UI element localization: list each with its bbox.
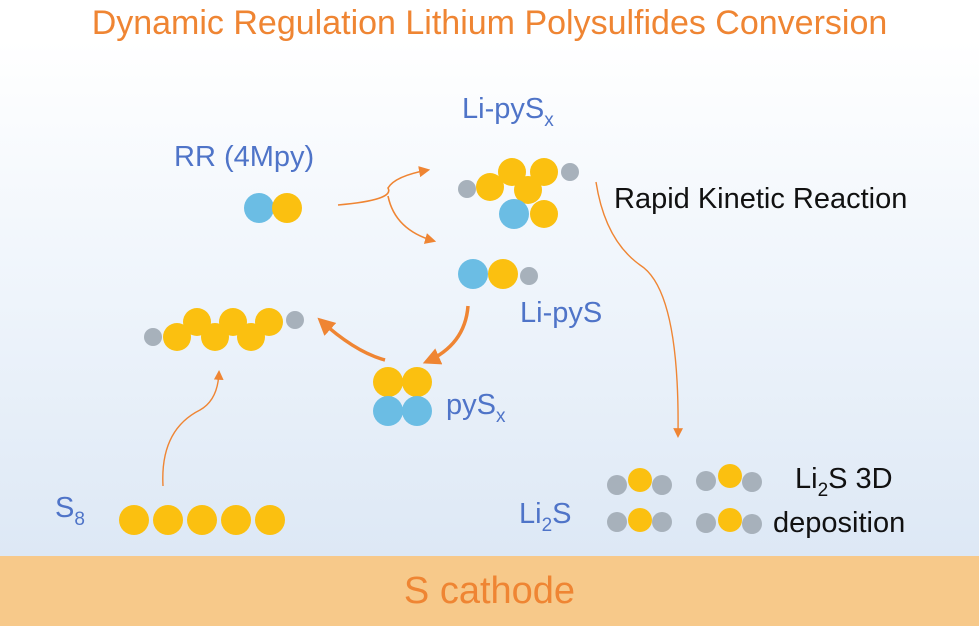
arrow-pysx-to-chain — [317, 317, 386, 362]
li2s-label-a: Li — [519, 498, 542, 530]
s8-atoms — [119, 505, 285, 535]
s-cathode-label: S cathode — [403, 570, 576, 612]
li-pys-label: Li-pyS — [520, 297, 603, 329]
pysx-label-sub: x — [495, 406, 506, 427]
li-pysx-cluster — [458, 158, 579, 229]
s8-label-sub: 8 — [74, 509, 85, 530]
li2s-3d-label: Li2S 3D — [795, 462, 893, 501]
arrow-rr-to-lipysx — [337, 166, 431, 206]
li2s-label: Li2S — [519, 497, 572, 536]
arrow-lipys-to-pysx — [422, 305, 470, 365]
s8-label: S8 — [55, 491, 85, 530]
s-cathode-band — [0, 556, 979, 626]
arrow-s8-to-chain — [162, 370, 224, 487]
arrow-lipysx-to-li2s — [595, 181, 684, 438]
rr-molecule — [244, 193, 302, 223]
li-pys-molecule — [458, 259, 538, 289]
li2s-3d-label-b: S 3D — [828, 463, 893, 495]
pysx-label-main: pyS — [446, 389, 496, 421]
rr-label: RR (4Mpy) — [174, 141, 315, 173]
deposition-label: deposition — [773, 507, 906, 539]
li-pysx-label-sub: x — [544, 110, 554, 131]
li2s-molecule-1 — [607, 468, 672, 495]
li2s-3d-label-sub: 2 — [817, 480, 829, 501]
li2s-3d-label-a: Li — [795, 463, 818, 495]
arrow-rr-to-lipys — [387, 195, 437, 244]
pysx-label: pySx — [446, 388, 506, 427]
li-pysx-label-main: Li-pyS — [462, 93, 545, 125]
diagram-title: Dynamic Regulation Lithium Polysulfides … — [91, 4, 888, 42]
li-pysx-label: Li-pySx — [462, 92, 554, 131]
rapid-kinetic-label: Rapid Kinetic Reaction — [614, 183, 908, 215]
s8-label-main: S — [55, 492, 75, 524]
polysulfide-chain — [144, 308, 304, 351]
li2s-label-sub: 2 — [541, 515, 553, 536]
li2s-label-b: S — [552, 498, 572, 530]
pysx-molecule — [373, 367, 432, 426]
li2s-molecule-4 — [696, 508, 762, 534]
li2s-molecule-3 — [607, 508, 672, 532]
li2s-molecule-2 — [696, 464, 762, 492]
